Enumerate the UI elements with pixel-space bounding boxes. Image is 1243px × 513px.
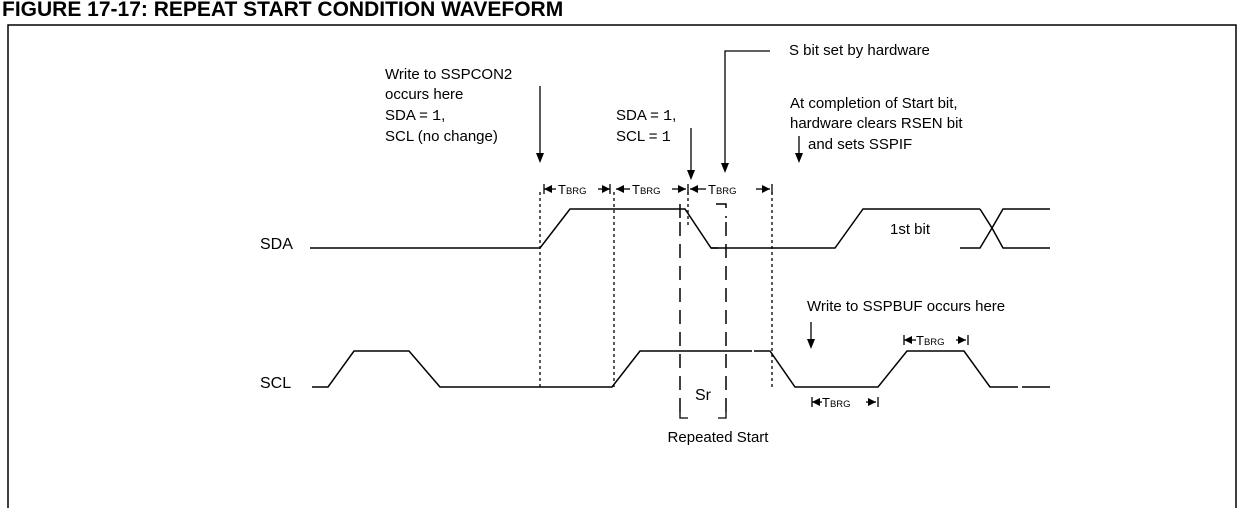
svg-text:TBRG: TBRG xyxy=(558,182,587,197)
sr-box-bottom-left xyxy=(679,412,688,419)
figure-title: FIGURE 17-17: REPEAT START CONDITION WAV… xyxy=(2,0,563,21)
annotation-write-sspcon2: Write to SSPCON2 occurs here SDA = 1, SC… xyxy=(385,66,544,163)
svg-text:Write to SSPBUF occurs here: Write to SSPBUF occurs here xyxy=(807,298,1005,315)
svg-text:SDA = 1,: SDA = 1, xyxy=(385,107,445,125)
sda-bus-cross xyxy=(960,226,1050,249)
figure-frame xyxy=(7,24,1237,508)
svg-text:occurs here: occurs here xyxy=(385,86,463,103)
sr-box-top-right xyxy=(716,203,727,218)
svg-text:SCL = 1: SCL = 1 xyxy=(616,128,671,146)
svg-text:SDA = 1,: SDA = 1, xyxy=(616,107,676,125)
svg-text:At completion of Start bit,: At completion of Start bit, xyxy=(790,95,958,112)
svg-text:TBRG: TBRG xyxy=(916,333,945,348)
annotation-completion: At completion of Start bit, hardware cle… xyxy=(790,95,963,163)
sr-box-bottom-right xyxy=(718,412,727,419)
svg-text:TBRG: TBRG xyxy=(632,182,661,197)
sda-label: SDA xyxy=(260,236,293,253)
tbrg-interval-5: TBRG xyxy=(811,395,879,410)
annotation-sda-scl-high: SDA = 1, SCL = 1 xyxy=(616,107,695,180)
tbrg-interval-4: TBRG xyxy=(903,333,969,348)
scl-waveform xyxy=(312,350,1018,388)
svg-text:TBRG: TBRG xyxy=(708,182,737,197)
tbrg-interval-3: TBRG xyxy=(690,182,773,197)
tbrg-interval-1: TBRG xyxy=(543,182,611,197)
tbrg-interval-2: TBRG xyxy=(616,182,689,197)
svg-text:and sets SSPIF: and sets SSPIF xyxy=(808,136,912,153)
svg-text:hardware clears RSEN bit: hardware clears RSEN bit xyxy=(790,115,963,132)
sr-label: Sr xyxy=(695,387,712,404)
annotation-s-bit: S bit set by hardware xyxy=(721,42,930,173)
svg-text:TBRG: TBRG xyxy=(822,395,851,410)
svg-text:Write to SSPCON2: Write to SSPCON2 xyxy=(385,66,512,83)
repeated-start-label: Repeated Start xyxy=(668,429,770,446)
annotation-write-sspbuf: Write to SSPBUF occurs here xyxy=(807,298,1005,349)
first-bit-label: 1st bit xyxy=(890,221,931,238)
svg-text:SCL (no change): SCL (no change) xyxy=(385,128,498,145)
sr-box-top-left xyxy=(679,203,688,218)
scl-label: SCL xyxy=(260,375,291,392)
sda-waveform xyxy=(310,208,980,249)
svg-text:S bit set by hardware: S bit set by hardware xyxy=(789,42,930,59)
sda-bus-upper xyxy=(979,208,1050,230)
